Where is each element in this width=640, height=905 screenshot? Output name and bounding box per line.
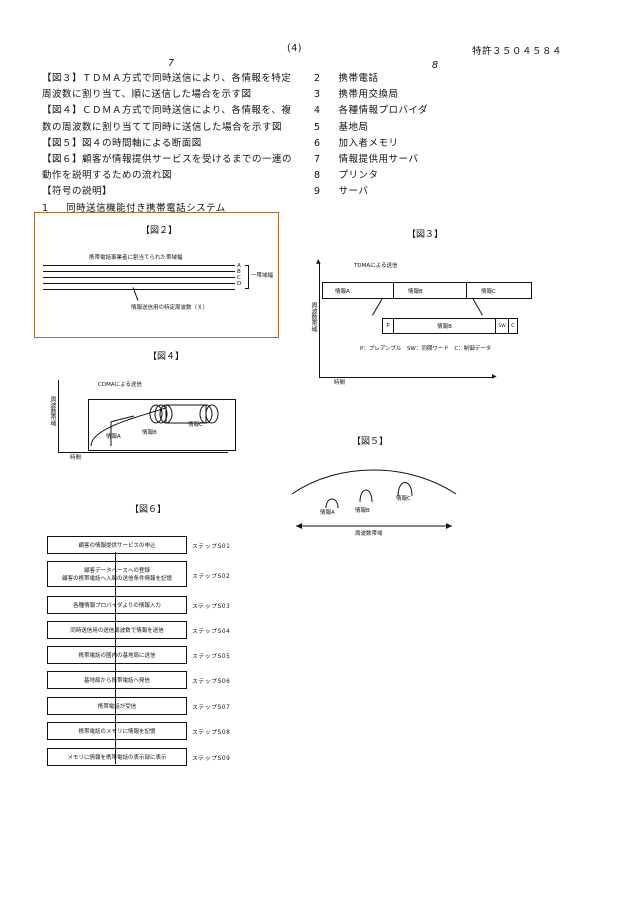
figure-4-x-label: 時間 [70,453,81,461]
text-line: 【図３】ＴＤＭＡ方式で同時送信により、各情報を特定 [42,71,292,87]
slot-b: 情報B [394,283,467,298]
symbol-list: 2携帯電話 3携帯用交換局 4各種情報プロバイダ 5基地局 6加入者メモリ 7情… [314,71,428,201]
figure-2-side-letters: A B C D [237,263,241,287]
flow-step-label: ステップS04 [192,626,230,635]
figure-3-x-label: 時間 [334,378,345,386]
left-column-number: 7 [168,58,175,69]
figure-4-cylinders [86,400,236,450]
figure-3-zoom-line-left [372,298,383,316]
arrow-right-icon: ▶ [492,373,497,380]
figure-4-y-axis [58,380,59,452]
flow-step-box: 顧客の情報提供サービスの申込 [47,536,187,554]
figure-3-x-axis [319,377,494,378]
detail-sync-word: SW [495,319,508,333]
text-line: 【図５】図４の時間軸による断面図 [42,136,292,152]
figure-5-axis-label: 周波数帯域 [355,529,383,537]
detail-control: C [508,319,517,333]
text-line: 動作を説明するための流れ図 [42,168,292,184]
flow-step-label: ステップS08 [192,727,230,736]
figure-2-title: 【図２】 [141,223,177,236]
figure-4-subtitle: CDMAによる送信 [98,380,142,388]
flow-step-box: 基地局から携帯電話へ発信 [47,671,187,689]
figure-3-y-axis [319,262,320,378]
figure-4-title: 【図４】 [148,349,184,362]
text-line: 周波数に割り当て、順に送信した場合を示す図 [42,87,292,103]
figure-2-bottom-label: 情報送信用の特定周波数（Ｘ） [131,303,208,311]
arrow-up-icon: ▲ [316,258,321,265]
figure-3-subtitle: TDMAによる送信 [354,261,397,269]
figure-2-band-lines [43,265,235,293]
list-item: 4各種情報プロバイダ [314,103,428,119]
flow-step-label: ステップS01 [192,541,230,550]
list-item: 2携帯電話 [314,71,428,87]
flow-step-label: ステップS09 [192,753,230,762]
flow-step-label: ステップS07 [192,702,230,711]
flow-step-label: ステップS05 [192,651,230,660]
figure-3-detail-frame: P 情報B SW C [382,318,518,334]
figure-2-top-label: 携帯電話事業者に割当てられた帯域幅 [89,253,183,261]
figure-5-label-a: 情報A [320,508,335,516]
list-item: 5基地局 [314,120,428,136]
list-item: 7情報提供用サーバ [314,152,428,168]
detail-info: 情報B [394,319,495,333]
figure-6-title: 【図６】 [130,502,166,515]
figure-4-x-axis [58,452,228,453]
patent-number: 特許３５０４５８４ [472,43,562,57]
figure-4-y-label: 周波数帯域 [48,396,57,426]
flow-step-box: 携帯電話のメモリに情報を記憶 [47,722,187,740]
flow-step-label: ステップS06 [192,676,230,685]
flow-step-box: 顧客データベースへの登録顧客の携帯電話へ入局の送信条件情報を記憶 [47,561,187,587]
list-item: 3携帯用交換局 [314,87,428,103]
flow-step-box: 携帯電話の圏内の基地局に送信 [47,646,187,664]
text-line: 【図６】顧客が情報提供サービスを受けるまでの一連の [42,152,292,168]
flow-step-label: ステップS02 [192,571,230,580]
right-column-number: 8 [432,60,439,71]
figure-2: 【図２】 携帯電話事業者に割当てられた帯域幅 A B C D 一帯域幅 情報送信… [34,212,279,338]
text-line: 【図４】ＣＤＭＡ方式で同時送信により、各情報を、複 [42,103,292,119]
list-item: 6加入者メモリ [314,136,428,152]
figure-3-zoom-line-right [472,298,483,316]
figure-4-label-b: 情報B [142,428,157,436]
slot-a: 情報A [323,283,394,298]
slot-c: 情報C [467,283,531,298]
list-item: 8プリンタ [314,168,428,184]
figure-3-y-label: 周波数帯域 [309,302,318,332]
flow-step-box: 各種情報プロバイダよりの情報入力 [47,596,187,614]
detail-preamble: P [383,319,394,333]
list-item: 9サーバ [314,184,428,200]
figure-4: CDMAによる送信 周波数帯域 時間 情報A 情報B 情報C [46,376,236,462]
figure-4-label-c: 情報C [188,420,203,428]
flow-step-box: 携帯電話が受信 [47,697,187,715]
text-line: 数の周波数に割り当てて同時に送信した場合を示す図 [42,120,292,136]
figure-3-legend: P：プレアンブル SW：同期ワード C：制御データ [360,344,491,352]
left-text-block: 【図３】ＴＤＭＡ方式で同時送信により、各情報を特定 周波数に割り当て、順に送信し… [42,71,292,217]
flow-step-box: メモリに情報を携帯電話の表示部に表示 [47,748,187,766]
figure-4-label-a: 情報A [106,432,121,440]
figure-3-title: 【図３】 [407,227,443,240]
flow-step-box: 同時送信用の送信周波数で情報を送信 [47,621,187,639]
figure-3: ▲ ▶ TDMAによる送信 周波数帯域 時間 情報A 情報B 情報C P 情報B… [302,256,542,386]
figure-5-label-c: 情報C [396,494,411,502]
figure-3-slot-row: 情報A 情報B 情報C [322,282,532,299]
text-line: 【符号の説明】 [42,184,292,200]
flow-step-label: ステップS03 [192,601,230,610]
figure-5-title: 【図５】 [352,434,388,447]
figure-2-bracket [245,265,249,289]
figure-5-label-b: 情報B [355,506,370,514]
page-number: (4) [287,43,302,54]
figure-2-bracket-label: 一帯域幅 [251,271,273,279]
